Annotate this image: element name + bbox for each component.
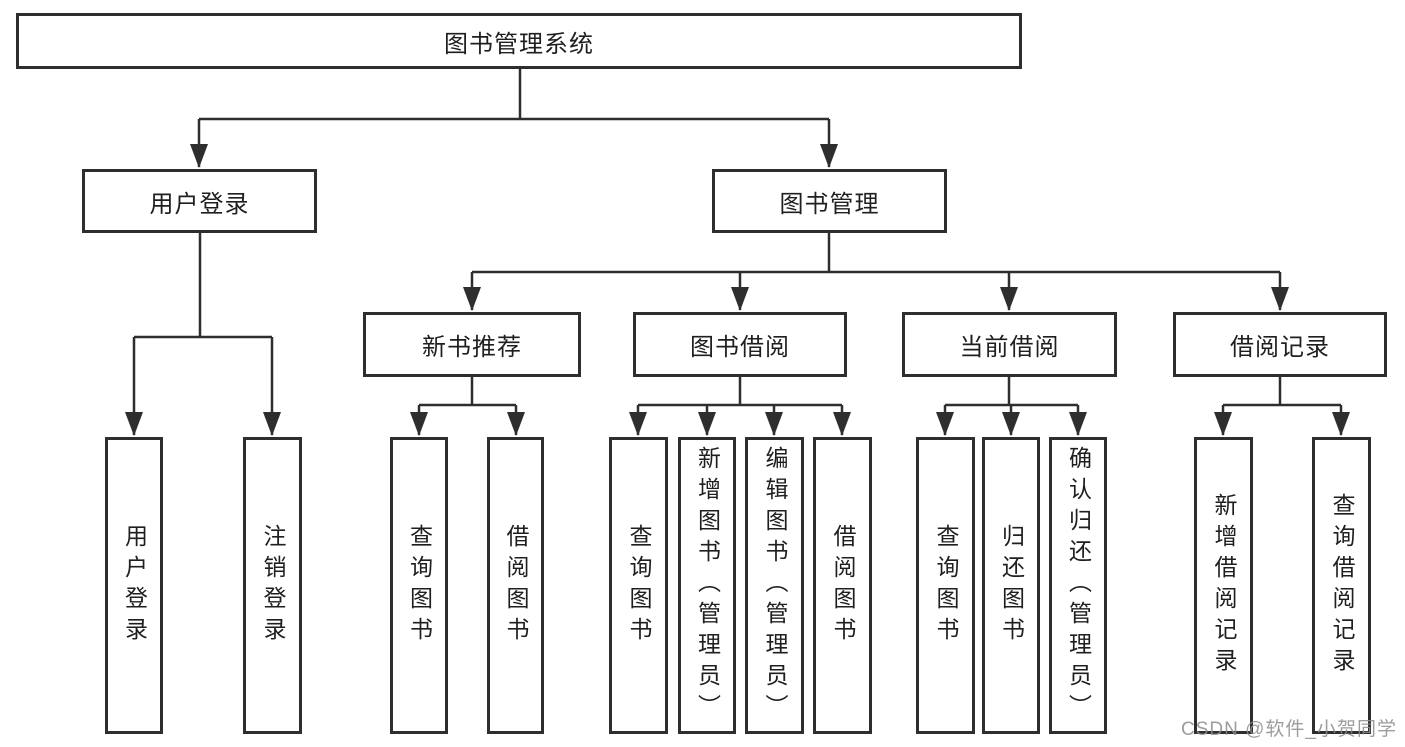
edge-borrowrecord-to-leaves xyxy=(1214,377,1350,436)
leaf-borrow-books: 借阅图书 xyxy=(813,437,872,734)
edge-newbookrec-to-leaves xyxy=(410,377,525,436)
node-new-book-recommend: 新书推荐 xyxy=(363,312,581,377)
leaf-add-books-admin: 新增图书（管理员） xyxy=(678,437,736,734)
edge-root-to-level2 xyxy=(190,69,838,168)
leaf-logout: 注销登录 xyxy=(243,437,302,734)
edge-bookborrow-to-leaves xyxy=(629,377,851,436)
node-user-login: 用户登录 xyxy=(82,169,317,233)
leaf-confirm-return-admin: 确认归还（管理员） xyxy=(1049,437,1107,734)
leaf-query-books-borrowing: 查询图书 xyxy=(609,437,668,734)
leaf-user-login: 用户登录 xyxy=(105,437,163,734)
node-book-management: 图书管理 xyxy=(712,169,947,233)
leaf-return-books: 归还图书 xyxy=(982,437,1040,734)
leaf-edit-books-admin: 编辑图书（管理员） xyxy=(745,437,804,734)
edge-userlogin-to-leaves xyxy=(125,232,281,436)
edge-bookmgmt-to-level3 xyxy=(463,232,1289,311)
node-book-borrowing: 图书借阅 xyxy=(633,312,847,377)
leaf-query-borrow-record: 查询借阅记录 xyxy=(1312,437,1371,734)
edge-currentborrow-to-leaves xyxy=(936,377,1087,436)
leaf-query-books-current: 查询图书 xyxy=(916,437,975,734)
node-borrowing-records: 借阅记录 xyxy=(1173,312,1387,377)
leaf-add-borrow-record: 新增借阅记录 xyxy=(1194,437,1253,734)
leaf-query-books-recommend: 查询图书 xyxy=(390,437,448,734)
leaf-borrow-books-recommend: 借阅图书 xyxy=(487,437,544,734)
node-current-borrowing: 当前借阅 xyxy=(902,312,1117,377)
csdn-watermark: CSDN @软件_小贺同学 xyxy=(1181,719,1397,740)
node-library-management-system: 图书管理系统 xyxy=(16,13,1022,69)
